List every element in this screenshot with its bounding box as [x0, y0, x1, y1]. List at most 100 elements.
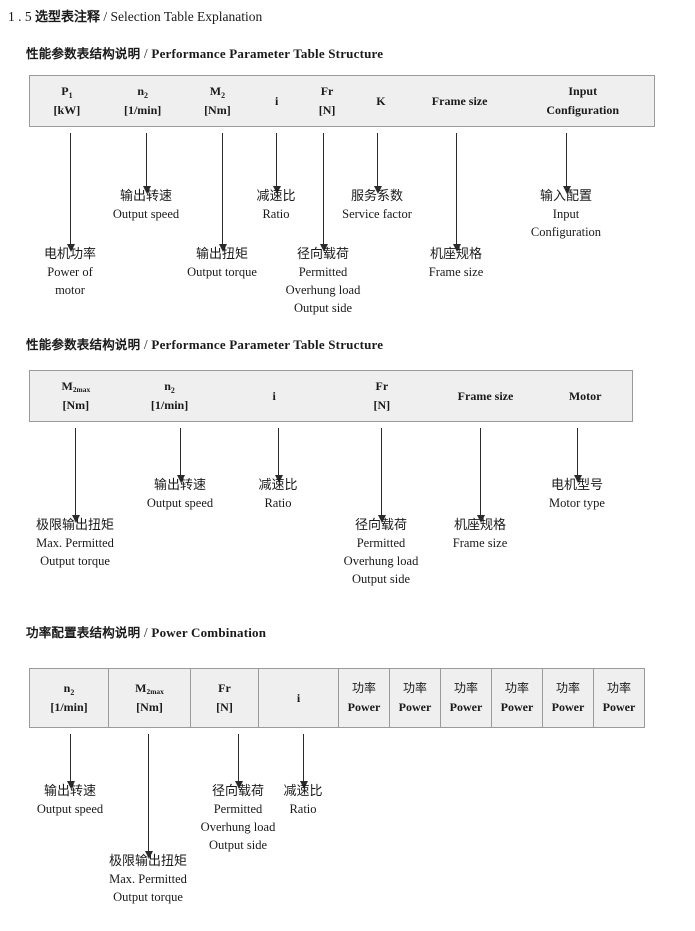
- table-1-header-p1-line2: [kW]: [53, 103, 81, 117]
- note-power-of-motor-en-2: motor: [55, 283, 85, 298]
- table-1-header-n2-line1: n2: [137, 84, 148, 100]
- note-output-speed-2: 输出转速 Output speed: [147, 477, 213, 513]
- arrow-table-3-overhung-load: [234, 734, 243, 789]
- table-1-header-k-line1: K: [376, 93, 386, 108]
- table-3-header-power-6-cn: 功率: [606, 681, 631, 696]
- note-input-configuration-en-1: Input: [552, 207, 580, 222]
- note-max-output-torque-3-en-1: Max. Permitted: [109, 872, 187, 887]
- table-2-header-n2-line2: [1/min]: [150, 398, 189, 412]
- note-overhung-load-2-cn: 径向载荷: [354, 518, 408, 533]
- table-2-header-m2max-line1: M2max: [61, 379, 91, 395]
- table-1-header-n2: n2 [1/min]: [104, 76, 182, 126]
- note-overhung-load-2-en-1: Permitted: [356, 536, 406, 551]
- table-3-header-power-6: 功率 Power: [593, 669, 644, 727]
- note-ratio-1-en: Ratio: [262, 207, 290, 222]
- note-input-configuration-en-2: Configuration: [530, 225, 602, 240]
- note-ratio-1-cn: 减速比: [256, 189, 296, 204]
- table-1-header-m2: M2 [Nm]: [182, 76, 254, 126]
- table-3-header-i: i: [258, 669, 338, 727]
- note-power-of-motor: 电机功率 Power of motor: [44, 246, 96, 300]
- table-1-header-frame-size: Frame size: [408, 76, 512, 126]
- note-output-speed-2-en: Output speed: [146, 496, 214, 511]
- table-1-header-input-configuration-line1: Input: [568, 84, 598, 99]
- table-2-header-i-line1: i: [272, 388, 276, 403]
- table-1-header-m2-line2: [Nm]: [204, 103, 231, 117]
- table-3-header-power-2-cn: 功率: [402, 681, 427, 696]
- note-output-speed-1: 输出转速 Output speed: [113, 188, 179, 224]
- table-3-header-power-4-cn: 功率: [504, 681, 529, 696]
- note-motor-type: 电机型号 Motor type: [549, 477, 605, 513]
- note-output-speed-3-cn: 输出转速: [43, 784, 96, 799]
- note-frame-size-1-cn: 机座规格: [429, 247, 482, 262]
- table-1-header-i-line1: i: [275, 93, 279, 108]
- note-service-factor-cn: 服务系数: [350, 189, 404, 204]
- section-3-heading-separator: /: [143, 625, 148, 640]
- arrow-table-2-output-speed: [176, 428, 185, 483]
- note-overhung-load-3-en-3: Output side: [209, 837, 267, 852]
- table-1-header-fr-line2: [N]: [318, 103, 336, 117]
- note-max-output-torque-2-cn: 极限输出扭矩: [35, 518, 115, 533]
- table-3-header-power-5-en: Power: [551, 700, 585, 714]
- table-3-header-n2-line1: n2: [63, 681, 75, 697]
- note-output-speed-3-en: Output speed: [36, 802, 104, 817]
- table-3-header-power-4-en: Power: [500, 700, 534, 714]
- arrow-table-3-max-output-torque: [144, 734, 153, 859]
- section-1-heading-en: Performance Parameter Table Structure: [151, 46, 384, 61]
- note-output-torque: 输出扭矩 Output torque: [187, 246, 257, 282]
- note-ratio-3-en: Ratio: [289, 802, 317, 817]
- arrow-table-1-power-of-motor: [66, 133, 75, 252]
- table-3-header-m2max-line2: [Nm]: [136, 700, 163, 714]
- section-3-heading-en: Power Combination: [151, 625, 267, 640]
- note-frame-size-1-en: Frame size: [428, 265, 484, 280]
- table-3-header-m2max-line1: M2max: [135, 681, 164, 697]
- performance-parameter-table-1: P1 [kW] n2 [1/min] M2 [Nm] i Fr [N] K Fr…: [29, 75, 655, 127]
- table-2-header-motor: Motor: [538, 371, 632, 421]
- note-overhung-load-2: 径向载荷 Permitted Overhung load Output side: [344, 517, 419, 589]
- note-ratio-2: 减速比 Ratio: [258, 477, 297, 513]
- table-1-header-input-configuration: Input Configuration: [511, 76, 654, 126]
- note-output-torque-cn: 输出扭矩: [195, 247, 249, 262]
- arrow-table-2-motor-type: [573, 428, 582, 483]
- note-output-speed-1-cn: 输出转速: [119, 189, 172, 204]
- arrow-table-1-output-torque: [218, 133, 227, 252]
- table-3-header-m2max: M2max [Nm]: [108, 669, 190, 727]
- table-1-header-i: i: [253, 76, 300, 126]
- arrow-table-3-output-speed: [66, 734, 75, 789]
- note-overhung-load-3: 径向载荷 Permitted Overhung load Output side: [201, 783, 276, 855]
- note-max-output-torque-3-cn: 极限输出扭矩: [108, 854, 188, 869]
- note-service-factor-en: Service factor: [342, 207, 412, 222]
- note-ratio-1: 减速比 Ratio: [256, 188, 295, 224]
- table-2-header-m2max: M2max [Nm]: [30, 371, 122, 421]
- arrow-table-2-overhung-load: [377, 428, 386, 523]
- section-2-heading-en: Performance Parameter Table Structure: [151, 337, 384, 352]
- note-overhung-load-3-en-2: Overhung load: [200, 820, 276, 835]
- table-1-header-n2-line2: [1/min]: [123, 103, 162, 117]
- arrow-table-1-frame-size: [452, 133, 461, 252]
- note-frame-size-2: 机座规格 Frame size: [453, 517, 508, 553]
- note-input-configuration-cn: 输入配置: [539, 189, 593, 204]
- note-overhung-load-1-en-1: Permitted: [298, 265, 348, 280]
- performance-parameter-table-2: M2max [Nm] n2 [1/min] i Fr [N] Frame siz…: [29, 370, 633, 422]
- table-3-header-power-5: 功率 Power: [542, 669, 593, 727]
- page-title-en: Selection Table Explanation: [110, 9, 263, 24]
- power-combination-table: n2 [1/min] M2max [Nm] Fr [N] i 功率 Power …: [29, 668, 645, 728]
- note-max-output-torque-3: 极限输出扭矩 Max. Permitted Output torque: [109, 853, 187, 907]
- table-3-header-power-2: 功率 Power: [389, 669, 440, 727]
- note-output-speed-2-cn: 输出转速: [153, 478, 206, 493]
- arrow-table-1-overhung-load: [319, 133, 328, 252]
- note-output-speed-1-en: Output speed: [112, 207, 180, 222]
- table-2-header-i: i: [217, 371, 331, 421]
- table-3-header-power-3: 功率 Power: [440, 669, 491, 727]
- page-title: 1 . 5 选型表注释 / Selection Table Explanatio…: [8, 6, 262, 25]
- table-2-header-n2-line1: n2: [164, 379, 175, 395]
- title-separator: /: [103, 9, 108, 24]
- note-ratio-2-cn: 减速比: [258, 478, 298, 493]
- note-frame-size-2-cn: 机座规格: [453, 518, 506, 533]
- table-2-header-n2: n2 [1/min]: [122, 371, 218, 421]
- section-1-heading: 性能参数表结构说明 / Performance Parameter Table …: [26, 43, 383, 62]
- note-power-of-motor-en-1: Power of: [47, 265, 93, 280]
- table-1-header-m2-line1: M2: [209, 84, 226, 100]
- note-frame-size-2-en: Frame size: [452, 536, 508, 551]
- table-3-header-power-2-en: Power: [398, 700, 432, 714]
- note-max-output-torque-2: 极限输出扭矩 Max. Permitted Output torque: [36, 517, 114, 571]
